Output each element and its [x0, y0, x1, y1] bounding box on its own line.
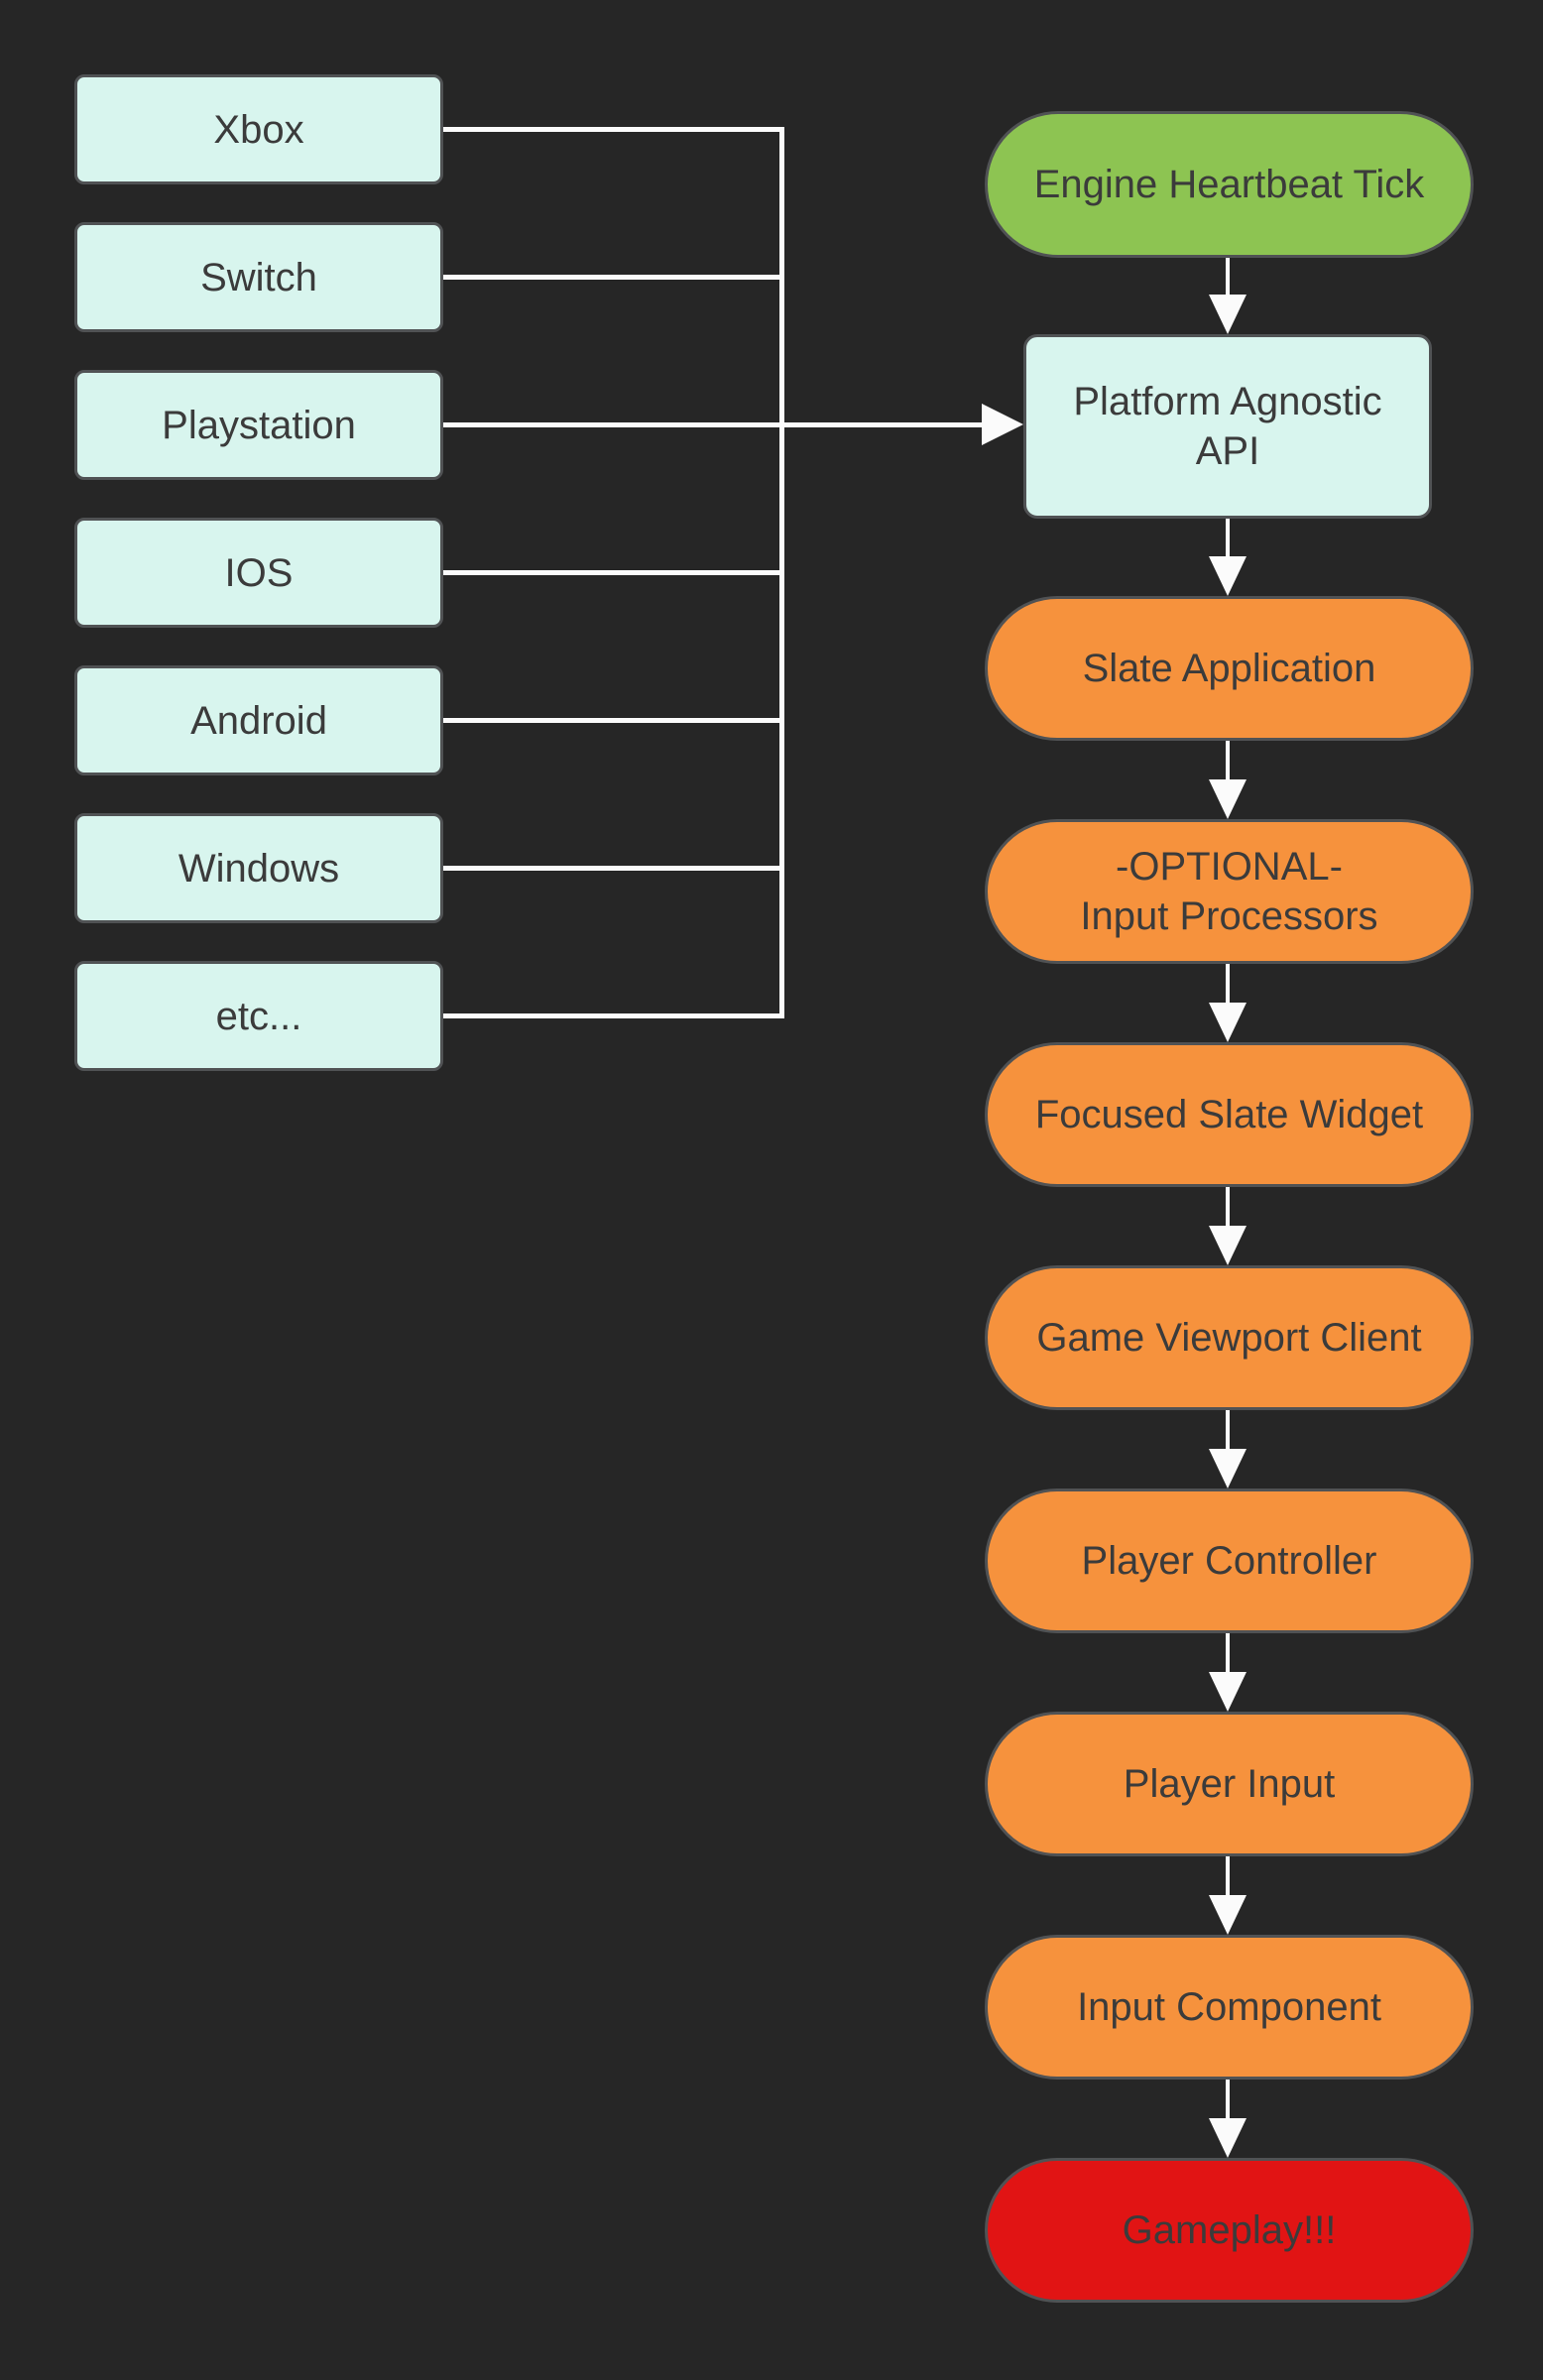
- platform-node-xbox: Xbox: [74, 74, 443, 184]
- connector-playstation-to-api-line: [443, 422, 984, 427]
- arrow-shaft: [1226, 519, 1230, 556]
- platform-node-etc: etc...: [74, 961, 443, 1071]
- arrow-engine-to-api: [1209, 258, 1246, 334]
- arrow-api-to-slate: [1209, 519, 1246, 596]
- arrow-controller-to-input: [1209, 1633, 1246, 1712]
- connector-android-line: [443, 718, 783, 723]
- platform-node-android: Android: [74, 665, 443, 775]
- flow-node-engine-heartbeat-tick: Engine Heartbeat Tick: [985, 111, 1474, 258]
- flow-node-slate-application: Slate Application: [985, 596, 1474, 741]
- connector-bus-line: [779, 127, 784, 1018]
- arrowhead-down-icon: [1209, 1003, 1246, 1042]
- arrowhead-down-icon: [1209, 1449, 1246, 1488]
- arrow-shaft: [1226, 2080, 1230, 2118]
- arrow-input-to-component: [1209, 1856, 1246, 1935]
- flow-node-player-controller: Player Controller: [985, 1488, 1474, 1633]
- connector-ios-line: [443, 570, 783, 575]
- arrow-shaft: [1226, 741, 1230, 779]
- connector-switch-line: [443, 275, 783, 280]
- arrow-slate-to-optional: [1209, 741, 1246, 819]
- arrowhead-down-icon: [1209, 1895, 1246, 1935]
- arrow-shaft: [1226, 1856, 1230, 1895]
- arrowhead-down-icon: [1209, 1672, 1246, 1712]
- arrowhead-down-icon: [1209, 1226, 1246, 1265]
- connector-etc-line: [443, 1013, 783, 1018]
- flow-node-focused-slate-widget: Focused Slate Widget: [985, 1042, 1474, 1187]
- arrow-component-to-gameplay: [1209, 2080, 1246, 2158]
- arrow-shaft: [1226, 1187, 1230, 1226]
- platform-node-switch: Switch: [74, 222, 443, 332]
- platform-node-ios: IOS: [74, 518, 443, 628]
- arrowhead-down-icon: [1209, 556, 1246, 596]
- flow-node-gameplay: Gameplay!!!: [985, 2158, 1474, 2303]
- platform-node-windows: Windows: [74, 813, 443, 923]
- arrow-focused-to-viewport: [1209, 1187, 1246, 1265]
- flow-node-player-input: Player Input: [985, 1712, 1474, 1856]
- arrow-shaft: [1226, 258, 1230, 295]
- arrow-shaft: [1226, 964, 1230, 1003]
- connector-xbox-line: [443, 127, 783, 132]
- connector-windows-line: [443, 866, 783, 871]
- flow-node-optional-input-processors: -OPTIONAL- Input Processors: [985, 819, 1474, 964]
- arrowhead-into-api-icon: [982, 404, 1023, 445]
- flow-node-game-viewport-client: Game Viewport Client: [985, 1265, 1474, 1410]
- flow-node-input-component: Input Component: [985, 1935, 1474, 2080]
- arrowhead-down-icon: [1209, 2118, 1246, 2158]
- arrowhead-down-icon: [1209, 779, 1246, 819]
- arrow-shaft: [1226, 1410, 1230, 1449]
- platform-node-playstation: Playstation: [74, 370, 443, 480]
- arrow-viewport-to-controller: [1209, 1410, 1246, 1488]
- flow-node-platform-agnostic-api: Platform Agnostic API: [1023, 334, 1432, 519]
- arrowhead-down-icon: [1209, 295, 1246, 334]
- arrow-optional-to-focused: [1209, 964, 1246, 1042]
- arrow-shaft: [1226, 1633, 1230, 1672]
